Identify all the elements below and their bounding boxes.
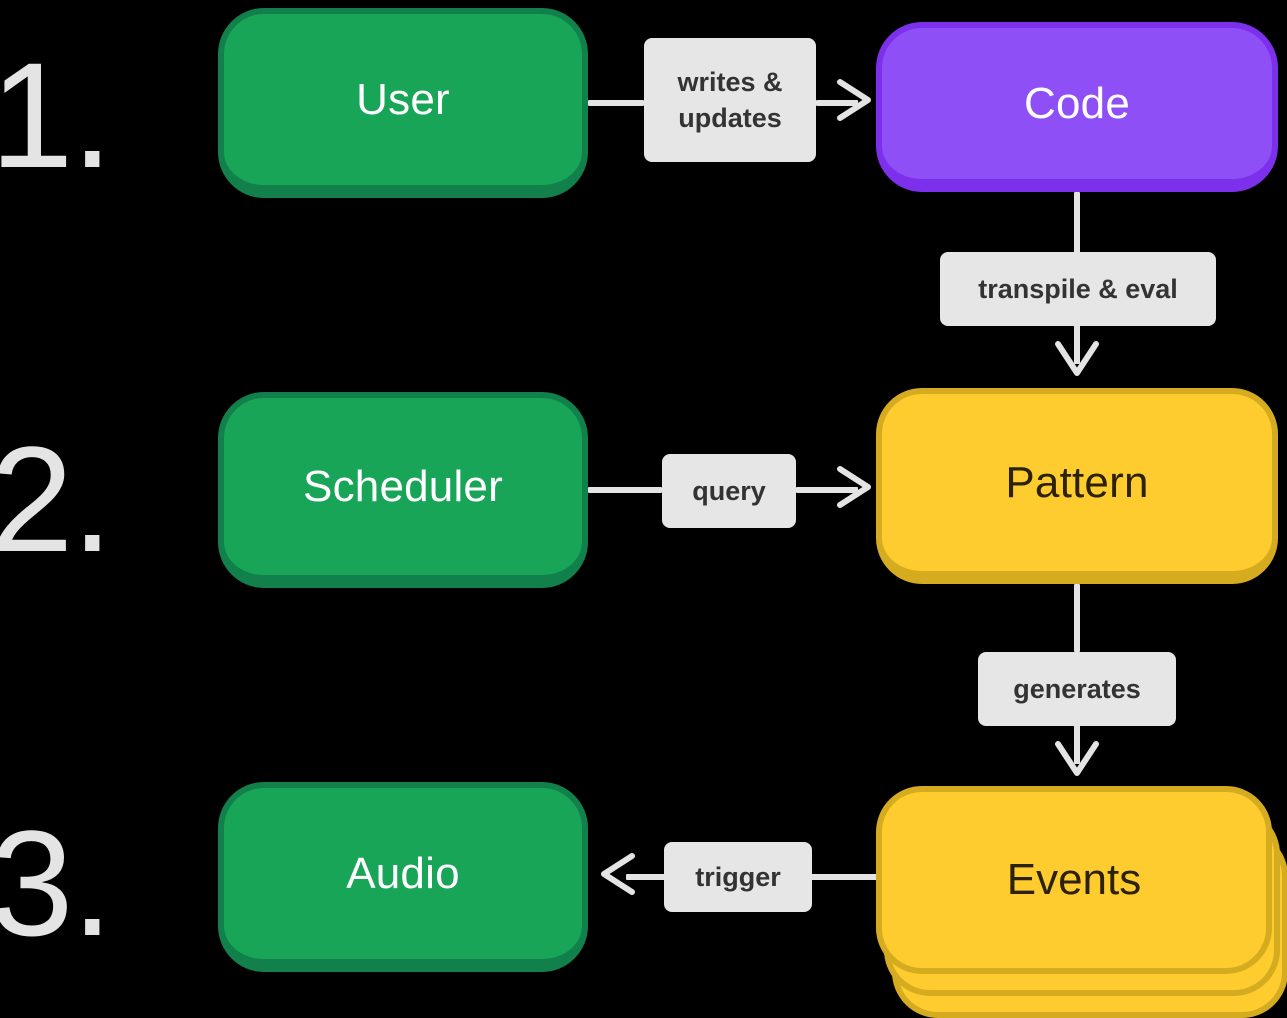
node-scheduler[interactable]: Scheduler bbox=[218, 392, 588, 588]
edge-scheduler-pattern-line-right bbox=[796, 487, 858, 493]
edge-events-audio-line-left bbox=[626, 874, 670, 880]
edge-label-writes-updates: writes & updates bbox=[644, 38, 816, 162]
edge-label-generates: generates bbox=[978, 652, 1176, 726]
node-user-label: User bbox=[356, 74, 450, 124]
edge-label-query: query bbox=[662, 454, 796, 528]
edge-user-code-line-left bbox=[588, 100, 644, 106]
edge-pattern-events-line-bottom bbox=[1074, 722, 1080, 764]
edge-events-audio-line-right bbox=[806, 874, 888, 880]
node-events[interactable]: Events bbox=[876, 786, 1287, 1018]
node-pattern[interactable]: Pattern bbox=[876, 388, 1278, 584]
node-audio-label: Audio bbox=[346, 848, 460, 898]
edge-pattern-events-line-top bbox=[1074, 584, 1080, 652]
node-pattern-label: Pattern bbox=[1005, 457, 1149, 507]
edge-user-code-line-right bbox=[816, 100, 858, 106]
node-code-label: Code bbox=[1024, 78, 1130, 128]
edge-label-transpile-eval: transpile & eval bbox=[940, 252, 1216, 326]
node-user[interactable]: User bbox=[218, 8, 588, 198]
node-scheduler-label: Scheduler bbox=[303, 461, 503, 511]
node-code[interactable]: Code bbox=[876, 22, 1278, 192]
step-number-1: 1. bbox=[0, 31, 113, 199]
node-events-label: Events bbox=[1006, 855, 1142, 904]
arrowhead-pattern-events bbox=[1054, 736, 1100, 782]
step-number-3: 3. bbox=[0, 799, 113, 967]
node-audio[interactable]: Audio bbox=[218, 782, 588, 972]
arrowhead-code-pattern bbox=[1054, 336, 1100, 382]
node-events-layer-front: Events bbox=[876, 786, 1272, 974]
edge-code-pattern-line-bottom bbox=[1074, 322, 1080, 364]
arrowhead-scheduler-pattern bbox=[832, 466, 878, 513]
edge-label-trigger: trigger bbox=[664, 842, 812, 912]
step-number-2: 2. bbox=[0, 415, 113, 583]
edge-scheduler-pattern-line-left bbox=[588, 487, 662, 493]
edge-code-pattern-line-top bbox=[1074, 192, 1080, 256]
arrowhead-events-audio bbox=[594, 853, 640, 900]
arrowhead-user-code bbox=[832, 79, 878, 126]
